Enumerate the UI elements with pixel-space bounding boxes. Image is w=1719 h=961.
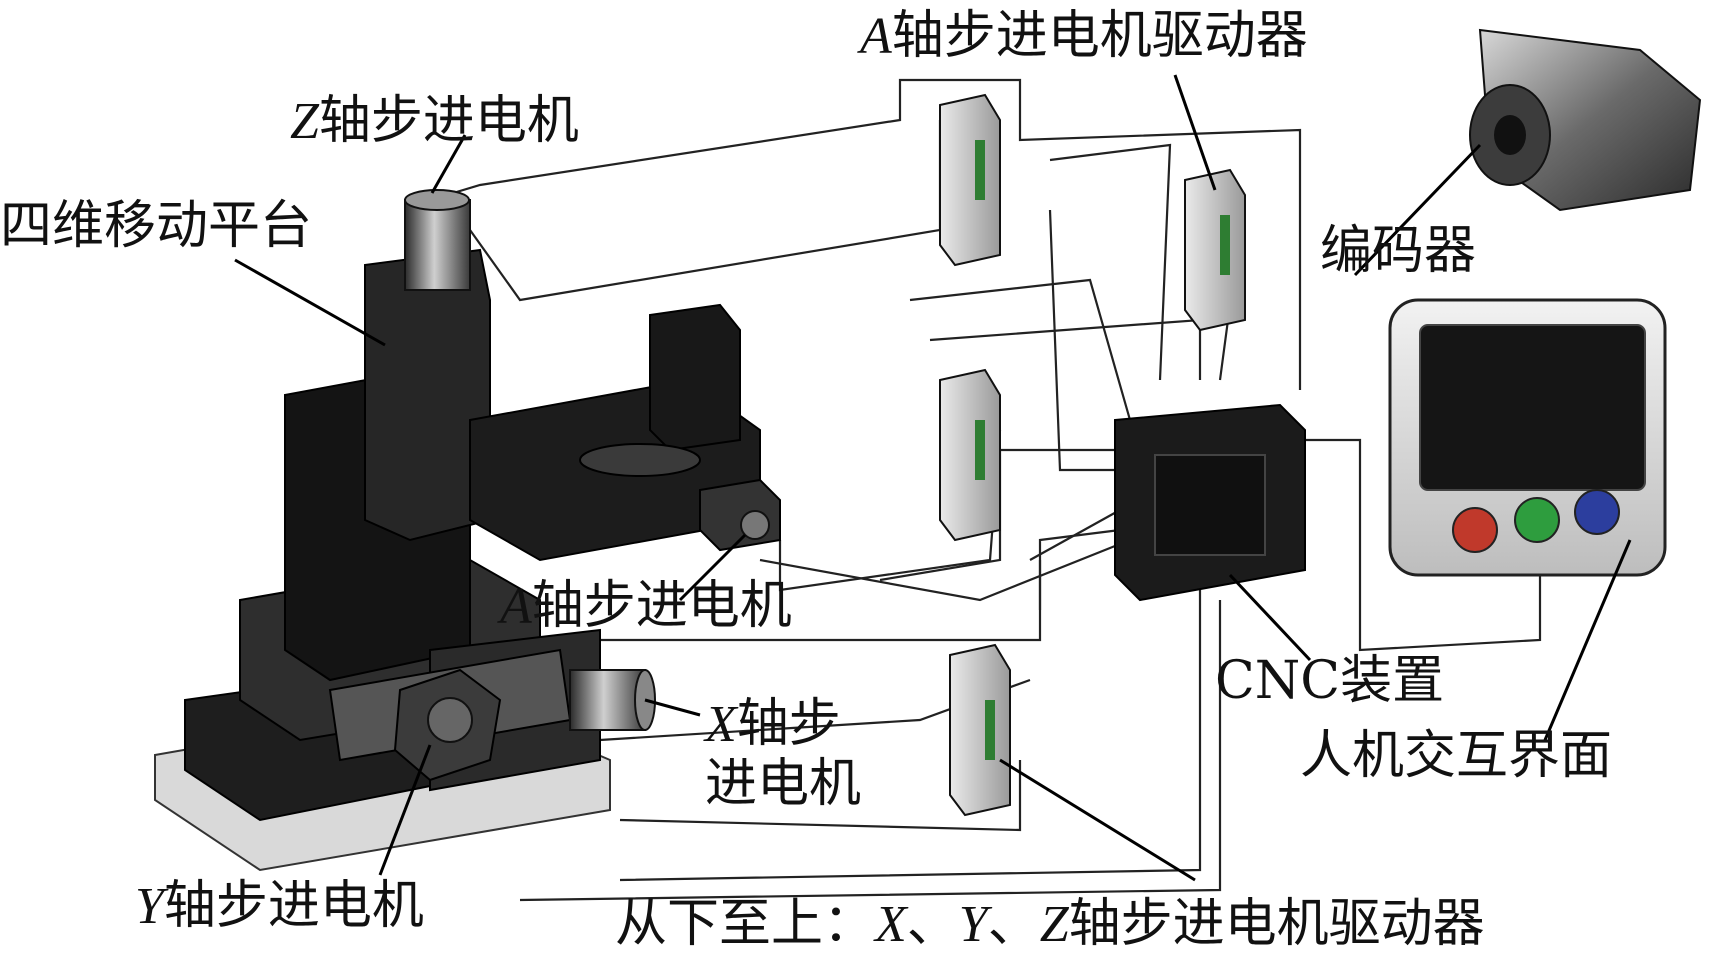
label-a-axis-motor: A轴步进电机 [500, 580, 792, 633]
label-line-1: X轴步 [705, 694, 841, 754]
hmi-blue-button[interactable] [1574, 489, 1620, 535]
label-cnc-device: CNC装置 [1215, 651, 1445, 711]
leader-lines [234, 74, 1632, 882]
a-axis-motor [699, 478, 781, 552]
y-axis-driver [939, 368, 1001, 542]
z-axis-motor [404, 189, 471, 291]
cnc-device [1114, 403, 1306, 602]
label-text: 轴步进电机 [318, 91, 579, 151]
label-xyz-drivers: 从下至上：X、Y、Z轴步进电机驱动器 [615, 894, 1485, 954]
label-platform: 四维移动平台 [0, 196, 313, 256]
x-axis-motor [569, 669, 656, 731]
label-z-axis-motor: Z轴步进电机 [290, 95, 579, 148]
four-axis-platform [154, 248, 761, 872]
axis-letter: Z [290, 93, 319, 150]
a-axis-driver [939, 93, 1001, 267]
z-axis-driver [1184, 168, 1246, 332]
label-y-axis-motor: Y轴步进电机 [135, 880, 424, 933]
label-a-axis-driver: A轴步进电机驱动器 [860, 10, 1308, 63]
encoder [1469, 28, 1702, 212]
hmi-panel [1388, 298, 1667, 577]
hmi-green-button[interactable] [1514, 497, 1560, 543]
axis-letter: Y [135, 878, 164, 935]
label-line-2: 进电机 [705, 753, 862, 814]
x-axis-driver [949, 643, 1011, 817]
label-text: 轴步进电机驱动器 [891, 6, 1308, 66]
label-text: 轴步进电机 [531, 576, 792, 636]
label-hmi: 人机交互界面 [1300, 726, 1613, 786]
axis-letter: X [705, 696, 737, 753]
axis-letter: A [500, 578, 532, 635]
hmi-red-button[interactable] [1452, 507, 1498, 553]
label-x-axis-motor: X轴步 进电机 [705, 694, 862, 815]
label-text: 轴步进电机 [163, 876, 424, 936]
axis-letter: A [860, 8, 892, 65]
label-encoder: 编码器 [1320, 221, 1477, 281]
wiring [429, 78, 1542, 902]
